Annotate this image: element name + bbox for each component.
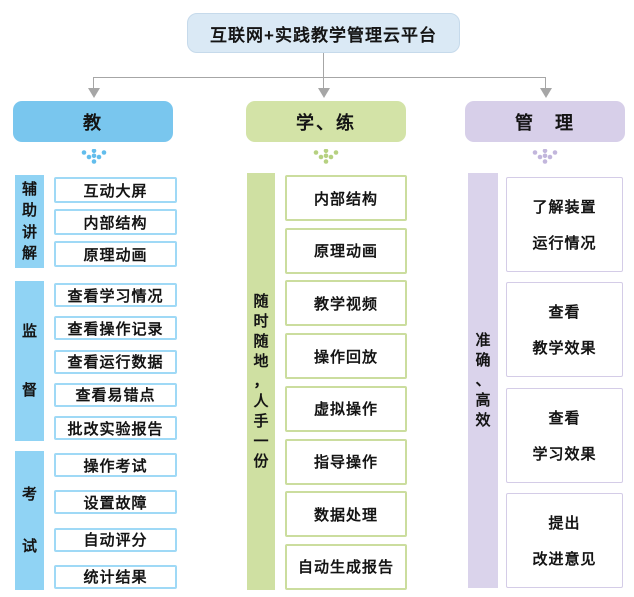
connector-branch-line xyxy=(94,77,545,78)
group-label-bar: 准确、高效 xyxy=(468,173,498,588)
column-header-label: 管 理 xyxy=(515,112,575,133)
flow-item: 提出 改进意见 xyxy=(506,492,623,588)
flow-item: 互动大屏 xyxy=(54,177,177,203)
flow-item-label: 设置故障 xyxy=(83,494,148,512)
flow-item: 内部结构 xyxy=(285,175,407,221)
root-node-label: 互联网+实践教学管理云平台 xyxy=(210,25,437,45)
flow-item-label: 互动大屏 xyxy=(83,182,148,200)
group-items: 内部结构 原理动画 教学视频 操作回放 虚拟操作 指导操作 数据处理 自动生成报… xyxy=(285,173,407,590)
arrow-down-icon xyxy=(88,88,100,98)
flow-item: 指导操作 xyxy=(285,438,407,485)
connector-trunk xyxy=(323,53,324,77)
flow-item-label: 查看易错点 xyxy=(75,387,156,405)
flow-item-label: 统计结果 xyxy=(83,569,148,587)
flow-item-label: 原理动画 xyxy=(83,246,148,264)
column-header-label: 教 xyxy=(83,112,103,133)
flow-item-line: 查看 xyxy=(548,304,581,322)
flow-item: 查看 教学效果 xyxy=(506,282,623,378)
flow-item: 设置故障 xyxy=(54,490,177,515)
group-items: 查看学习情况 查看操作记录 查看运行数据 查看易错点 批改实验报告 xyxy=(54,281,177,441)
group-label-bar: 考试 xyxy=(15,451,44,590)
flow-item-label: 虚拟操作 xyxy=(313,401,378,419)
flow-item-label: 查看运行数据 xyxy=(67,354,164,371)
flow-item: 统计结果 xyxy=(54,564,177,589)
flow-item: 操作考试 xyxy=(54,453,177,477)
flow-item: 数据处理 xyxy=(285,491,407,538)
group-label-bar: 随时随地，人手一份 xyxy=(247,173,275,590)
flow-item-label: 查看操作记录 xyxy=(67,320,164,338)
flow-item-line: 提出 xyxy=(548,514,581,532)
flow-item: 了解装置 运行情况 xyxy=(506,177,623,272)
group-anytime-anywhere: 随时随地，人手一份 内部结构 原理动画 教学视频 操作回放 虚拟操作 指导操作 … xyxy=(247,173,407,590)
group-items: 互动大屏 内部结构 原理动画 xyxy=(54,175,177,268)
group-items: 操作考试 设置故障 自动评分 统计结果 xyxy=(54,451,177,590)
flow-item: 教学视频 xyxy=(285,280,407,327)
dotted-chevron-down-icon xyxy=(532,149,558,164)
flow-item: 批改实验报告 xyxy=(54,416,177,440)
column-header-teach: 教 xyxy=(13,101,173,142)
flow-item-label: 自动评分 xyxy=(83,532,148,550)
flow-item-label: 数据处理 xyxy=(313,506,378,524)
group-accurate-efficient: 准确、高效 了解装置 运行情况 查看 教学效果 查看 学习效果 提出 改进意见 xyxy=(468,173,623,588)
flow-item-line: 了解装置 xyxy=(532,199,597,216)
dotted-chevron-down-icon xyxy=(81,149,107,164)
flow-item-label: 教学视频 xyxy=(313,295,378,313)
dotted-chevron-down-icon xyxy=(313,149,339,164)
flow-item: 查看操作记录 xyxy=(54,316,177,341)
flow-item: 查看 学习效果 xyxy=(506,387,623,483)
group-label-bar: 监督 xyxy=(15,281,44,441)
flow-item: 自动生成报告 xyxy=(285,543,407,590)
flow-item-label: 内部结构 xyxy=(83,214,148,232)
flow-item: 内部结构 xyxy=(54,209,177,235)
column-header-manage: 管 理 xyxy=(465,101,625,142)
flow-item-line: 运行情况 xyxy=(532,235,597,252)
flow-item: 虚拟操作 xyxy=(285,385,407,432)
flow-item-label: 操作回放 xyxy=(313,348,378,366)
flow-item: 查看学习情况 xyxy=(54,283,177,307)
flow-item: 原理动画 xyxy=(54,241,177,267)
group-assisted-explanation: 辅助讲解 互动大屏 内部结构 原理动画 xyxy=(15,175,177,268)
flow-item-label: 批改实验报告 xyxy=(67,420,164,438)
flow-item-label: 自动生成报告 xyxy=(297,559,394,577)
connector-stub-manage xyxy=(545,77,546,88)
group-examination: 考试 操作考试 设置故障 自动评分 统计结果 xyxy=(15,451,177,590)
flow-item: 自动评分 xyxy=(54,527,177,552)
flow-item: 查看运行数据 xyxy=(54,349,177,374)
flow-item-line: 查看 xyxy=(548,409,581,427)
flow-item: 原理动画 xyxy=(285,227,407,274)
connector-stub-learn xyxy=(323,77,324,88)
flow-item-line: 学习效果 xyxy=(532,445,597,463)
flow-item: 查看易错点 xyxy=(54,382,177,407)
group-items: 了解装置 运行情况 查看 教学效果 查看 学习效果 提出 改进意见 xyxy=(506,173,623,588)
group-label-bar: 辅助讲解 xyxy=(15,175,44,268)
connector-stub-teach xyxy=(93,77,94,88)
group-supervision: 监督 查看学习情况 查看操作记录 查看运行数据 查看易错点 批改实验报告 xyxy=(15,281,177,441)
flow-item-line: 改进意见 xyxy=(532,550,597,568)
column-header-learn-practice: 学、练 xyxy=(246,101,406,142)
flow-item: 操作回放 xyxy=(285,333,407,380)
flow-item-line: 教学效果 xyxy=(532,340,597,358)
arrow-down-icon xyxy=(318,88,330,98)
arrow-down-icon xyxy=(540,88,552,98)
root-node-platform: 互联网+实践教学管理云平台 xyxy=(187,13,460,53)
column-header-label: 学、练 xyxy=(296,112,356,133)
flow-item-label: 查看学习情况 xyxy=(67,287,164,305)
flow-item-label: 指导操作 xyxy=(313,454,378,472)
flow-item-label: 内部结构 xyxy=(313,190,378,208)
flow-item-label: 操作考试 xyxy=(83,457,148,475)
flow-item-label: 原理动画 xyxy=(313,243,378,261)
